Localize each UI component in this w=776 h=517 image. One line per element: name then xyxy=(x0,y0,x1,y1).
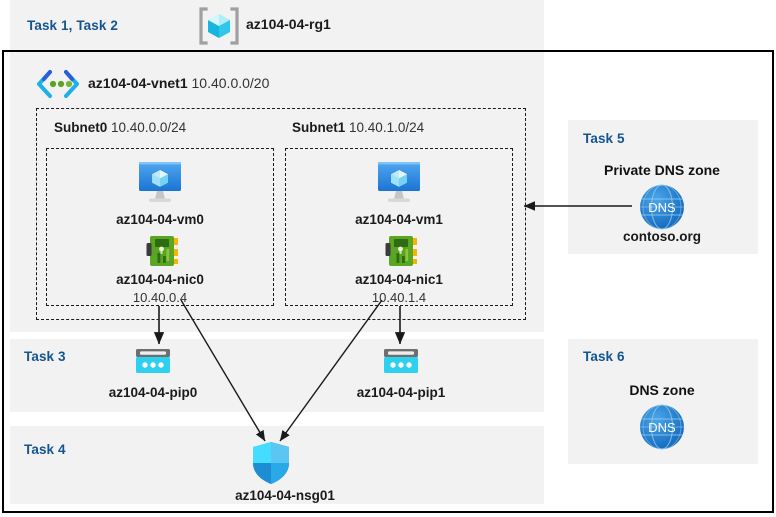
nic1-ip: 10.40.1.4 xyxy=(371,290,427,305)
subnet0-label: Subnet0 10.40.0.0/24 xyxy=(54,120,186,135)
subnet1-boundary xyxy=(285,148,513,306)
pip1-name: az104-04-pip1 xyxy=(356,385,446,400)
nsg-name: az104-04-nsg01 xyxy=(235,488,335,503)
resource-group-boundary xyxy=(2,50,774,513)
private-dns-zone-title: Private DNS zone xyxy=(604,162,720,178)
subnet0-boundary xyxy=(46,148,274,306)
svg-text:DNS: DNS xyxy=(648,420,676,435)
nic0-name: az104-04-nic0 xyxy=(116,272,204,287)
task-label-6: Task 6 xyxy=(583,349,625,364)
task-label-5: Task 5 xyxy=(583,131,625,146)
vnet-name: az104-04-vnet1 xyxy=(88,75,188,91)
task-label-3: Task 3 xyxy=(24,349,66,364)
subnet1-name: Subnet1 xyxy=(292,120,346,135)
network-security-group-icon xyxy=(251,441,291,485)
virtual-machine-icon xyxy=(372,160,426,204)
vm1-name: az104-04-vm1 xyxy=(355,212,443,227)
network-interface-icon xyxy=(384,234,420,268)
public-ip-panel xyxy=(10,339,544,412)
subnet0-cidr: 10.40.0.0/24 xyxy=(111,120,187,135)
subnet1-label: Subnet1 10.40.1.0/24 xyxy=(292,120,424,135)
task-label-1-2: Task 1, Task 2 xyxy=(27,18,118,33)
subnet1-cidr: 10.40.1.0/24 xyxy=(349,120,425,135)
virtual-machine-icon xyxy=(133,160,187,204)
nic0-ip: 10.40.0.4 xyxy=(132,290,188,305)
vnet-label: az104-04-vnet1 10.40.0.0/20 xyxy=(88,75,269,91)
vnet-address-space: 10.40.0.0/20 xyxy=(191,75,270,91)
virtual-network-icon xyxy=(34,68,82,100)
public-ip-address-icon xyxy=(381,347,421,377)
resource-group-name: az104-04-rg1 xyxy=(246,16,331,32)
public-ip-address-icon xyxy=(133,347,173,377)
dns-zone-icon: DNS xyxy=(634,402,690,454)
public-dns-zone-title: DNS zone xyxy=(629,382,695,398)
task-label-4: Task 4 xyxy=(24,442,66,457)
nic1-name: az104-04-nic1 xyxy=(355,272,443,287)
private-dns-zone-name: contoso.org xyxy=(623,229,701,244)
vnet-panel xyxy=(10,52,544,332)
svg-text:DNS: DNS xyxy=(648,200,676,215)
dns-zone-icon: DNS xyxy=(634,182,690,234)
resource-group-header-panel xyxy=(10,0,544,50)
pip0-name: az104-04-pip0 xyxy=(108,385,198,400)
resource-group-icon xyxy=(198,6,240,46)
subnet0-name: Subnet0 xyxy=(54,120,108,135)
vm0-name: az104-04-vm0 xyxy=(116,212,204,227)
network-interface-icon xyxy=(145,234,181,268)
